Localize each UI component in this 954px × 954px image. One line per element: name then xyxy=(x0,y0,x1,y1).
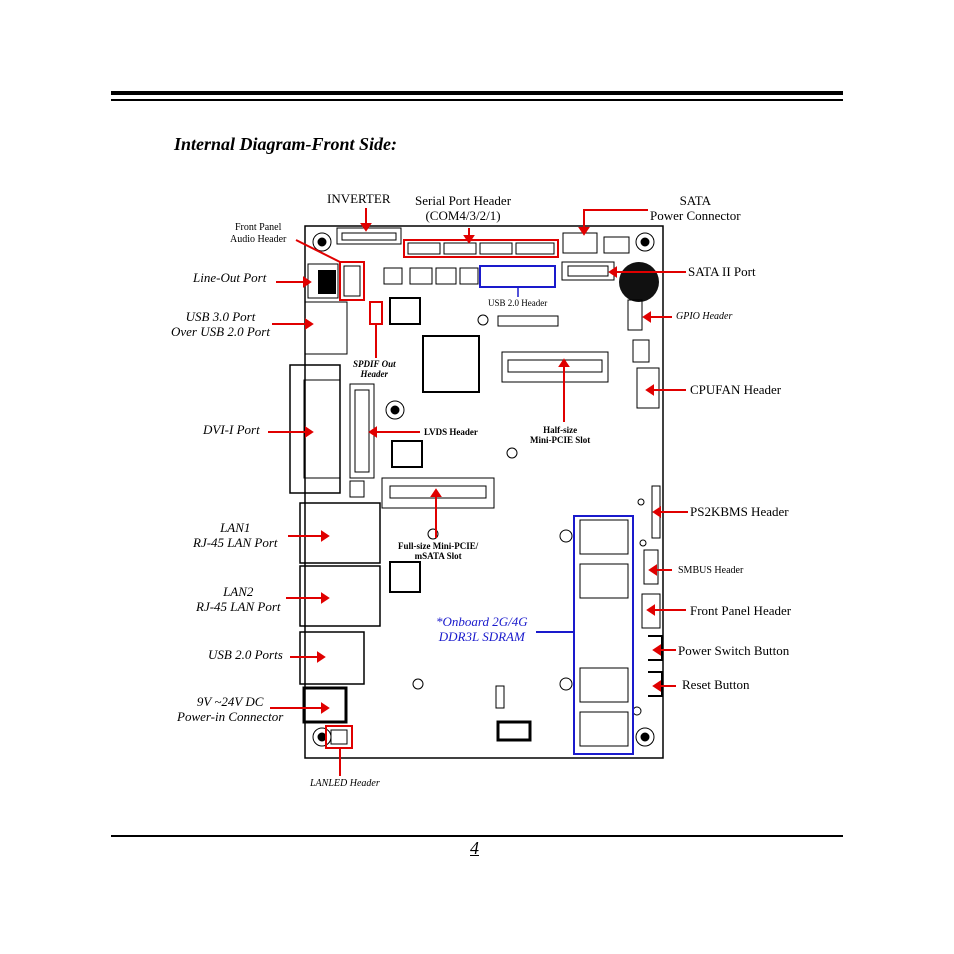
mounting-holes xyxy=(312,232,655,747)
page-title: Internal Diagram-Front Side: xyxy=(174,134,398,154)
label-line-out: Line-Out Port xyxy=(193,270,267,285)
lan2-port xyxy=(299,565,381,627)
chip-2 xyxy=(391,440,423,468)
label-power-in-line1: 9V ~24V DC xyxy=(196,694,264,709)
label-fullsize-line2: mSATA Slot xyxy=(414,551,462,562)
label-front-audio-line1: Front Panel xyxy=(234,222,282,233)
dvi-port xyxy=(289,364,341,494)
label-lan2-line2: RJ-45 LAN Port xyxy=(196,598,281,614)
header-row xyxy=(383,267,479,285)
label-serial-line1: Serial Port Header xyxy=(415,193,512,208)
label-spdif: SPDIF Out Header xyxy=(353,359,396,380)
smbus-header xyxy=(643,549,659,585)
label-front-audio-line2: Audio Header xyxy=(230,233,287,245)
page-number: 4 xyxy=(470,838,479,858)
label-lan1-line2: RJ-45 LAN Port xyxy=(193,534,278,550)
crystal xyxy=(495,685,505,709)
board-outline xyxy=(304,225,664,759)
sata2-port xyxy=(561,261,615,281)
label-halfsize-line2: Mini-PCIE Slot xyxy=(530,435,591,446)
label-sdram-line1: *Onboard 2G/4G xyxy=(436,614,528,629)
label-cpufan: CPUFAN Header xyxy=(690,382,782,397)
front-audio-header-highlight xyxy=(339,261,365,301)
label-lan1-line1: LAN1 xyxy=(220,520,251,535)
label-lvds: LVDS Header xyxy=(424,427,478,437)
half-mini-pcie-slot xyxy=(501,351,609,383)
label-usb20-ports: USB 2.0 Ports xyxy=(208,647,283,662)
lan1-port xyxy=(299,502,381,564)
label-lan1: LAN1 RJ-45 LAN Port xyxy=(193,520,278,551)
label-sata-power: SATA Power Connector xyxy=(650,193,741,224)
label-smbus: SMBUS Header xyxy=(678,565,744,576)
label-gpio: GPIO Header xyxy=(676,311,733,322)
spdif-header-highlight xyxy=(369,301,383,325)
label-fullsize-line1: Full-size Mini-PCIE/ xyxy=(398,541,479,551)
label-power-in: 9V ~24V DC Power-in Connector xyxy=(177,694,284,725)
label-sata-line2: Power Connector xyxy=(650,207,741,223)
label-inverter: INVERTER xyxy=(327,191,391,206)
label-usb20-header: USB 2.0 Header xyxy=(488,298,548,308)
label-front-panel-header: Front Panel Header xyxy=(690,603,792,618)
label-sata2: SATA II Port xyxy=(688,264,756,279)
reset-button xyxy=(648,671,663,697)
label-spdif-line1: SPDIF Out xyxy=(353,359,396,369)
label-usb3-line1: USB 3.0 Port xyxy=(185,309,256,324)
label-power-switch: Power Switch Button xyxy=(678,643,790,658)
label-dvi: DVI-I Port xyxy=(203,422,260,437)
usb3-port xyxy=(304,301,348,355)
small-jumper xyxy=(603,236,630,254)
fan-connector-small xyxy=(632,339,650,363)
label-lan2-line1: LAN2 xyxy=(223,584,254,599)
label-halfsize-line1: Half-size xyxy=(543,425,578,435)
lanled-header-highlight xyxy=(325,725,353,749)
label-serial-port-header: Serial Port Header (COM4/3/2/1) xyxy=(415,193,512,224)
label-serial-line2: (COM4/3/2/1) xyxy=(425,207,501,223)
serial-port-headers xyxy=(407,242,555,255)
label-front-panel-audio: Front Panel Audio Header xyxy=(230,222,286,245)
small-chip xyxy=(389,297,421,325)
top-rule-thick xyxy=(111,91,843,95)
bottom-rule xyxy=(111,835,843,837)
label-lanled: LANLED Header xyxy=(310,778,380,789)
label-spdif-line2: Header xyxy=(360,369,389,380)
inverter-connector xyxy=(336,227,402,245)
label-usb3-line2: Over USB 2.0 Port xyxy=(171,323,270,339)
top-rule-thin xyxy=(111,99,843,101)
chip-3 xyxy=(389,561,421,593)
label-sdram: *Onboard 2G/4G DDR3L SDRAM xyxy=(436,614,528,645)
label-sdram-line2: DDR3L SDRAM xyxy=(438,628,525,644)
power-in-connector xyxy=(302,686,348,724)
small-ic xyxy=(496,720,532,742)
sdram-chips xyxy=(579,519,629,747)
label-usb3: USB 3.0 Port Over USB 2.0 Port xyxy=(171,309,270,340)
sdram-highlight xyxy=(573,515,634,755)
serial-port-header-highlight xyxy=(403,239,559,258)
label-full-mini-pcie: Full-size Mini-PCIE/ mSATA Slot xyxy=(398,541,478,562)
sata-power-connector xyxy=(562,232,598,254)
full-mini-pcie-slot xyxy=(381,477,495,509)
usb20-header-highlight xyxy=(479,265,556,288)
label-reset: Reset Button xyxy=(682,677,750,692)
label-half-mini-pcie: Half-size Mini-PCIE Slot xyxy=(530,425,590,446)
label-lan2: LAN2 RJ-45 LAN Port xyxy=(196,584,281,615)
label-power-in-line2: Power-in Connector xyxy=(177,708,284,724)
half-mini-pcie-latch xyxy=(497,315,559,327)
power-switch-button xyxy=(648,635,663,661)
cpufan-header xyxy=(636,367,660,409)
label-ps2kbms: PS2KBMS Header xyxy=(690,504,789,519)
buzzer xyxy=(619,262,659,302)
label-sata-line1: SATA xyxy=(679,193,712,208)
callouts xyxy=(268,208,688,776)
gpio-header xyxy=(627,299,643,331)
main-chip xyxy=(422,335,480,393)
